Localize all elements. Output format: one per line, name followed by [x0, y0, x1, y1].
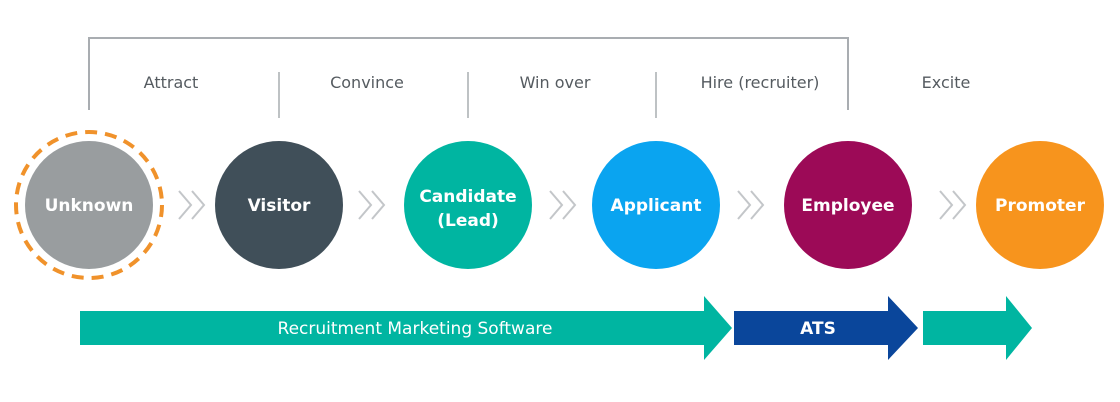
step-label-employee: Employee — [801, 196, 894, 216]
double-chevron-icon — [737, 190, 765, 220]
step-label-candidate-lead: (Lead) — [437, 211, 499, 231]
recruitment-marketing-software-label: Recruitment Marketing Software — [278, 319, 553, 339]
ats-label: ATS — [800, 319, 836, 339]
double-chevron-icon — [549, 190, 577, 220]
step-label-applicant: Applicant — [611, 196, 702, 216]
step-circle-candidate — [404, 141, 532, 269]
step-label-candidate: Candidate — [419, 187, 516, 207]
unknown-dashed-ring — [14, 130, 164, 280]
step-label-promoter: Promoter — [995, 196, 1086, 216]
stage-label-win-over: Win over — [520, 73, 591, 92]
step-label-unknown: Unknown — [45, 196, 134, 216]
step-circle-unknown — [25, 141, 153, 269]
step-circle-promoter — [976, 141, 1104, 269]
stage-label-excite: Excite — [922, 73, 971, 92]
stage-label-hire: Hire (recruiter) — [701, 73, 820, 92]
recruitment-marketing-software-arrow — [80, 296, 732, 360]
step-circle-applicant — [592, 141, 720, 269]
double-chevron-icon — [358, 190, 386, 220]
stage-label-convince: Convince — [330, 73, 404, 92]
step-label-visitor: Visitor — [248, 196, 311, 216]
double-chevron-icon — [939, 190, 967, 220]
top-bracket — [88, 37, 849, 110]
stage-label-attract: Attract — [144, 73, 199, 92]
double-chevron-icon — [178, 190, 206, 220]
ats-arrow — [734, 296, 918, 360]
excite-arrow — [923, 296, 1032, 360]
step-circle-employee — [784, 141, 912, 269]
step-circle-visitor — [215, 141, 343, 269]
